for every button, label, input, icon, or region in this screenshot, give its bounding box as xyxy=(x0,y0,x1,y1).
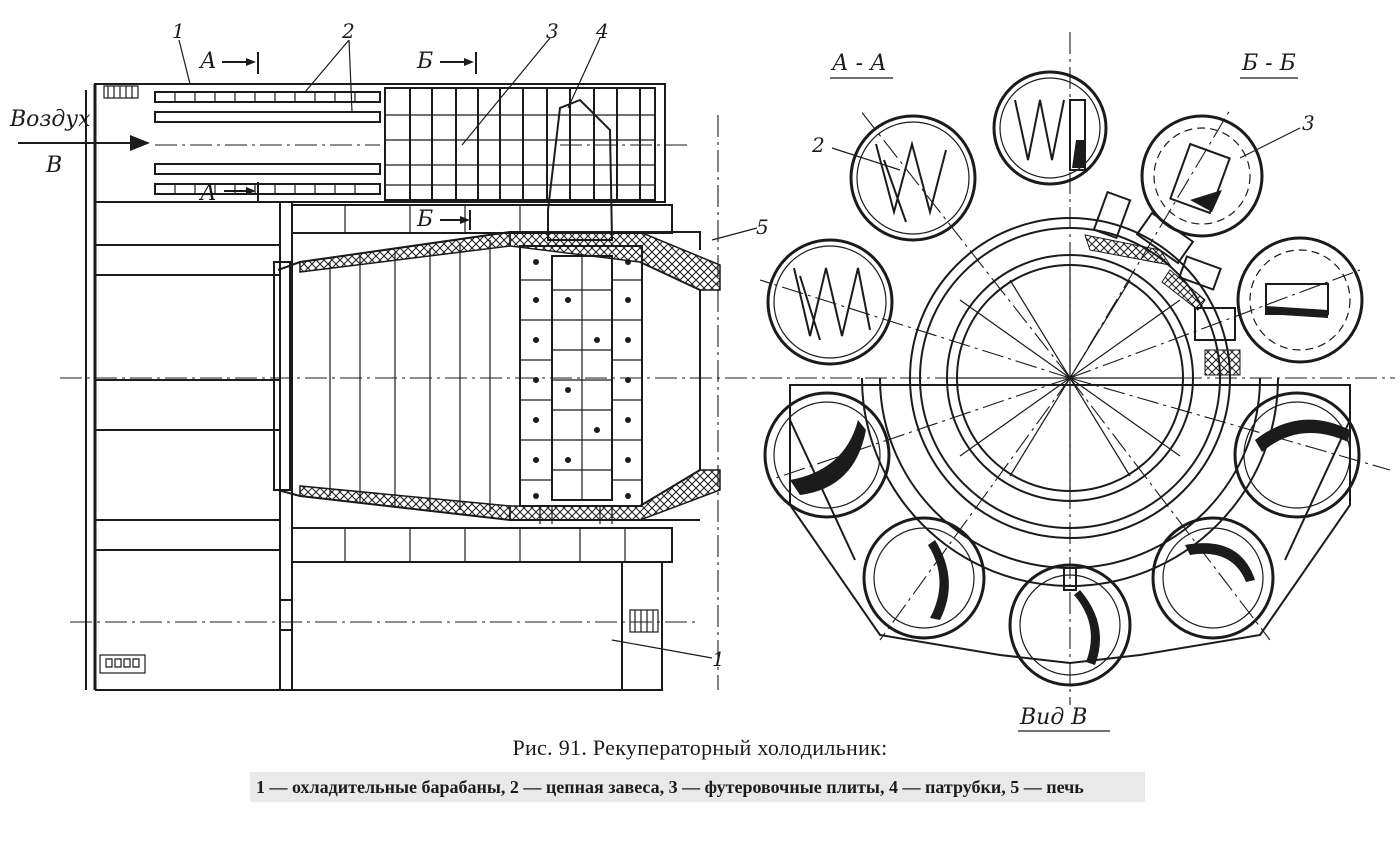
section-b-top: Б xyxy=(416,49,433,74)
upper-beam xyxy=(291,204,673,234)
inlet-knurl-top xyxy=(103,85,139,99)
view-b-label: Вид В xyxy=(1019,705,1087,730)
lower-drum-2 xyxy=(862,516,986,640)
connecting-pipes xyxy=(1084,190,1241,376)
callout-1-lower: 1 xyxy=(712,647,725,671)
section-b-bottom: Б xyxy=(416,207,433,232)
inlet-view-letter: В xyxy=(45,153,62,178)
callout-3-plates: 3 xyxy=(546,19,559,43)
lower-drum-5 xyxy=(1233,391,1361,519)
lower-beam xyxy=(291,527,673,563)
section-a-top: А xyxy=(198,49,217,74)
lower-drum-1 xyxy=(763,391,891,519)
section-a-bottom: А xyxy=(198,181,217,206)
callout-leaders xyxy=(178,37,758,659)
inlet-lining-blocks xyxy=(519,245,643,524)
drum-bb-1 xyxy=(1140,114,1264,238)
drum-aa-1 xyxy=(766,238,894,366)
lining-plates-grid xyxy=(384,87,656,201)
callout-5-kiln: 5 xyxy=(756,215,769,239)
kiln-body xyxy=(273,231,721,521)
lower-drum xyxy=(99,561,663,691)
air-label: Воздух xyxy=(9,107,91,132)
cross-section-view: А - А Б - Б Вид В 2 3 xyxy=(759,32,1391,732)
chain-curtain-rows xyxy=(154,91,381,195)
lower-drum-3 xyxy=(1008,563,1132,687)
drum-bb-2 xyxy=(1236,236,1364,364)
figure-caption-legend: 1 — охладительные барабаны, 2 — цепная з… xyxy=(250,772,1145,802)
callout-2-chain: 2 xyxy=(341,19,355,43)
drum-aa-2 xyxy=(849,114,977,242)
section-bb-label: Б - Б xyxy=(1241,51,1296,76)
callout-3-right: 3 xyxy=(1302,111,1315,135)
support-frame xyxy=(789,384,1351,665)
kiln-lining xyxy=(509,231,721,291)
figure-caption-title: Рис. 91. Рекуператорный холодильник: xyxy=(512,735,888,760)
callout-2-right: 2 xyxy=(811,133,825,157)
drum-aa-3 xyxy=(992,70,1108,186)
longitudinal-section: Воздух В А Б А Б 1 2 3 4 5 1 xyxy=(9,19,1395,691)
section-aa-label: А - А xyxy=(830,51,887,76)
callout-1-drums: 1 xyxy=(172,19,185,43)
callout-4-nozzle: 4 xyxy=(595,19,609,43)
section-markers xyxy=(222,52,477,230)
nozzle xyxy=(547,98,614,241)
radial-centerlines xyxy=(759,109,1391,641)
lower-drum-4 xyxy=(1151,516,1275,640)
